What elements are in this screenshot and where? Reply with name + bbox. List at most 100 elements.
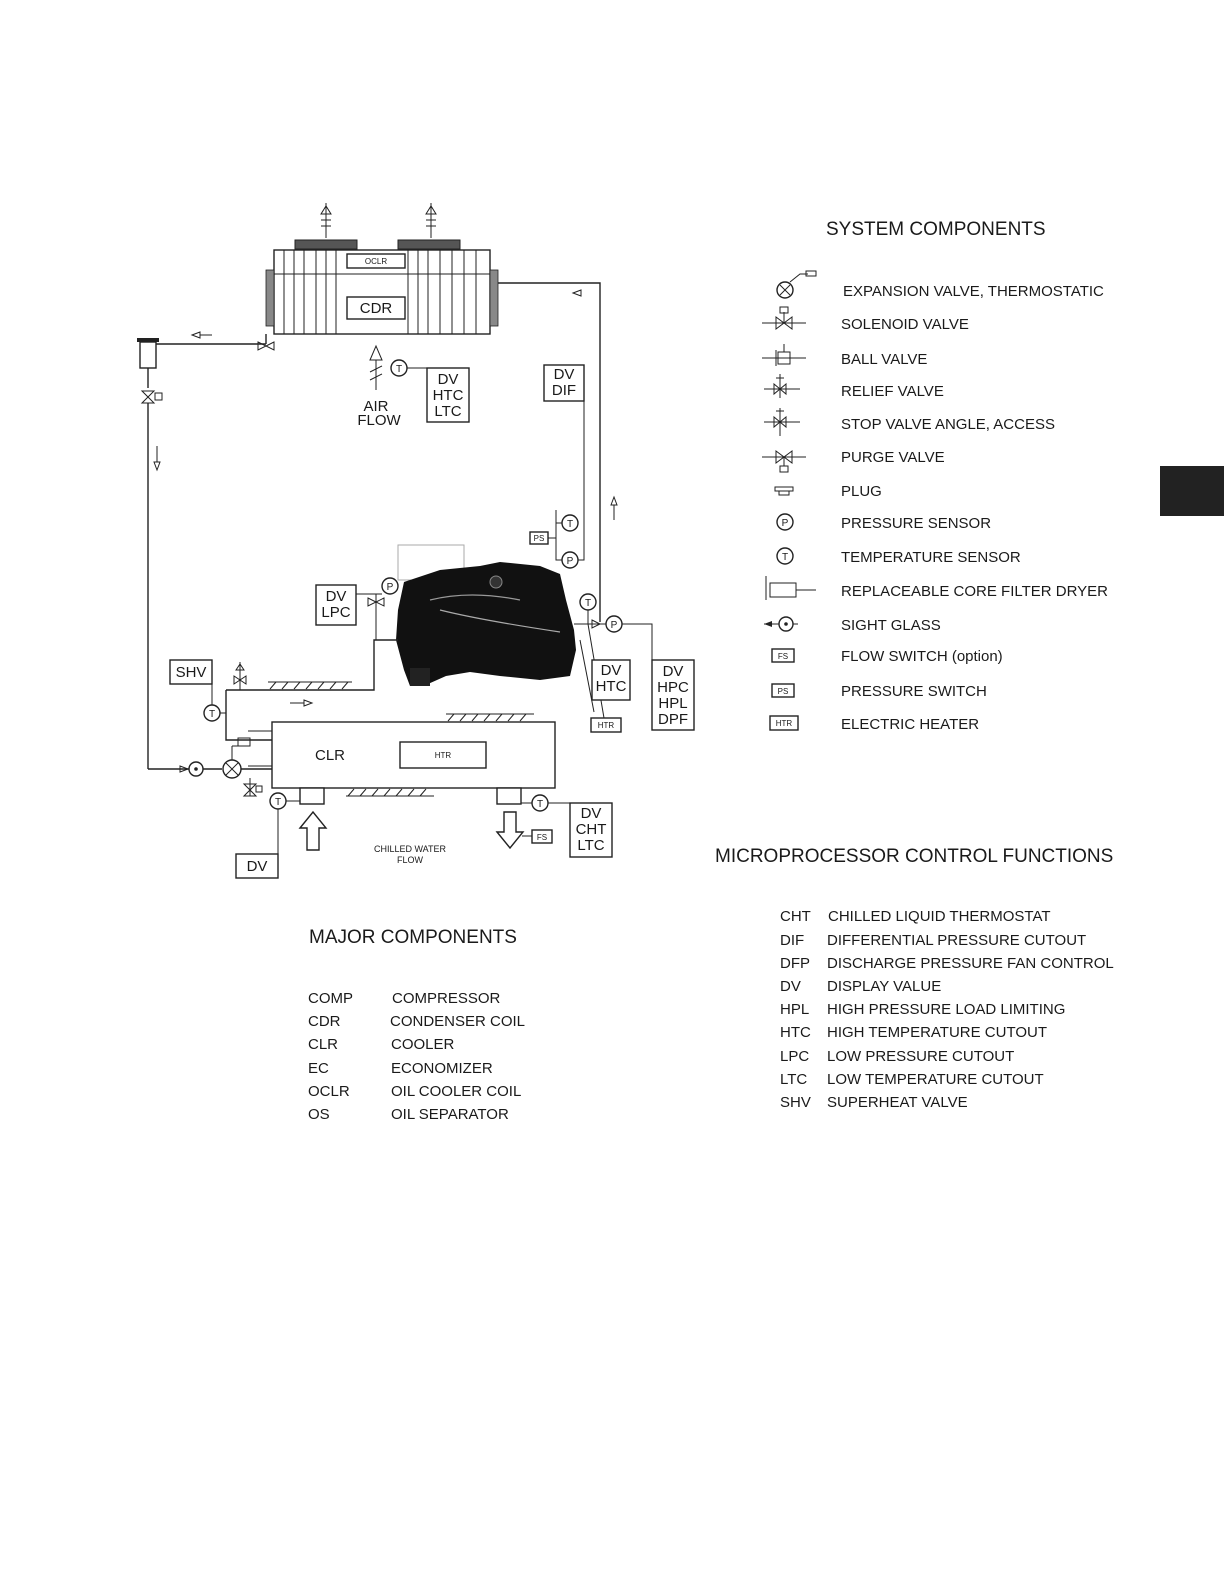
svg-text:T: T — [209, 709, 215, 720]
flow-arrow-icon — [190, 331, 212, 339]
flow-arrow-icon — [153, 446, 161, 472]
svg-text:P: P — [611, 620, 618, 631]
cooler — [271, 721, 556, 789]
function-code: LPC — [780, 1048, 809, 1065]
plug-icon — [774, 486, 794, 496]
dv-label: DV — [601, 662, 622, 679]
dv-label: DV — [663, 663, 684, 680]
ltc-label: LTC — [434, 403, 461, 420]
component-code: OCLR — [308, 1083, 350, 1100]
function-desc: CHILLED LIQUID THERMOSTAT — [828, 908, 1051, 925]
water-in-arrow-icon — [298, 810, 328, 851]
legend-item-label: EXPANSION VALVE, THERMOSTATIC — [843, 283, 1104, 300]
major-components-list: COMP COMPRESSOR CDR CONDENSER COIL CLR C… — [308, 990, 525, 1123]
svg-text:T: T — [567, 519, 573, 530]
dv-label: DV — [438, 371, 459, 388]
solenoid-valve-icon — [762, 306, 806, 330]
htc-label: HTC — [596, 678, 627, 695]
hpl-label: HPL — [658, 695, 687, 712]
function-desc: LOW PRESSURE CUTOUT — [827, 1048, 1014, 1065]
svg-text:PS: PS — [778, 687, 789, 696]
dif-label: DIF — [552, 382, 576, 399]
function-code: HTC — [780, 1024, 811, 1041]
legend-item-label: TEMPERATURE SENSOR — [841, 549, 1021, 566]
air-flow-label: AIR — [363, 398, 388, 415]
component-code: OS — [308, 1106, 330, 1123]
function-desc: LOW TEMPERATURE CUTOUT — [827, 1071, 1044, 1088]
legend-item-label: BALL VALVE — [841, 351, 927, 368]
svg-text:FS: FS — [537, 833, 547, 842]
control-functions-title: MICROPROCESSOR CONTROL FUNCTIONS — [715, 846, 1113, 867]
svg-text:T: T — [396, 364, 402, 375]
sight-glass-icon — [764, 616, 798, 632]
function-desc: SUPERHEAT VALVE — [827, 1094, 968, 1111]
fan-icon — [320, 203, 332, 238]
stop-valve-icon — [367, 594, 385, 640]
expansion-valve-icon — [222, 759, 242, 779]
water-out-arrow-icon — [495, 811, 525, 850]
function-code: CHT — [780, 908, 811, 925]
htc-label: HTC — [433, 387, 464, 404]
function-code: DFP — [780, 955, 810, 972]
component-code: CDR — [308, 1013, 341, 1030]
stop-valve-icon — [257, 341, 275, 351]
discharge-line — [498, 282, 601, 622]
dpf-label: DPF — [658, 711, 688, 728]
hpc-label: HPC — [657, 679, 689, 696]
function-code: DV — [780, 978, 801, 995]
relief-valve-icon — [764, 374, 800, 398]
cdr-label: CDR — [360, 300, 393, 317]
function-desc: DISCHARGE PRESSURE FAN CONTROL — [827, 955, 1114, 972]
svg-text:T: T — [782, 552, 788, 563]
svg-text:T: T — [537, 799, 543, 810]
function-code: LTC — [780, 1071, 807, 1088]
air-flow-label: FLOW — [357, 412, 401, 429]
component-desc: ECONOMIZER — [391, 1060, 493, 1077]
component-desc: OIL COOLER COIL — [391, 1083, 521, 1100]
stop-valve-icon — [764, 408, 800, 436]
oclr-label: OCLR — [365, 257, 387, 266]
legend-item-label: PRESSURE SENSOR — [841, 515, 991, 532]
pressure-sensor-icon: P — [776, 513, 794, 531]
component-desc: OIL SEPARATOR — [391, 1106, 509, 1123]
filter-dryer-icon — [765, 576, 816, 600]
relief-valve-icon — [233, 662, 247, 690]
flow-arrow-icon — [610, 495, 618, 520]
flow-arrow-icon — [571, 289, 582, 297]
filter-dryer-icon — [137, 338, 159, 369]
dv-label: DV — [581, 805, 602, 822]
dv-label: DV — [554, 366, 575, 383]
htr-label: HTR — [435, 751, 452, 760]
component-desc: COOLER — [391, 1036, 455, 1053]
system-components-title: SYSTEM COMPONENTS — [826, 219, 1046, 240]
insulation-hatch — [248, 713, 534, 797]
function-desc: HIGH PRESSURE LOAD LIMITING — [827, 1001, 1065, 1018]
svg-text:P: P — [782, 518, 789, 529]
clr-label: CLR — [315, 747, 345, 764]
pressure-sensor-icon — [381, 577, 399, 595]
legend-item-label: FLOW SWITCH (option) — [841, 648, 1003, 665]
component-code: CLR — [308, 1036, 338, 1053]
dv-label: DV — [247, 858, 268, 875]
legend-item-label: STOP VALVE ANGLE, ACCESS — [841, 416, 1055, 433]
legend-item-label: PLUG — [841, 483, 882, 500]
component-code: COMP — [308, 990, 353, 1007]
air-flow-arrow-icon — [369, 344, 383, 390]
chilled-water-label: CHILLED WATER — [374, 844, 447, 854]
legend-item-label: PRESSURE SWITCH — [841, 683, 987, 700]
function-desc: DISPLAY VALUE — [827, 978, 941, 995]
function-desc: DIFFERENTIAL PRESSURE CUTOUT — [827, 932, 1086, 949]
legend-item-label: RELIEF VALVE — [841, 383, 944, 400]
compressor — [396, 544, 576, 686]
lpc-label: LPC — [321, 604, 350, 621]
component-desc: CONDENSER COIL — [390, 1013, 525, 1030]
shv-label: SHV — [176, 664, 207, 681]
major-components-title: MAJOR COMPONENTS — [309, 927, 517, 948]
expansion-valve-icon — [776, 270, 817, 299]
condenser-coil: OCLR CDR — [265, 203, 499, 335]
liquid-line — [147, 334, 267, 368]
svg-text:HTR: HTR — [776, 719, 793, 728]
svg-text:PS: PS — [534, 534, 545, 543]
electric-heater-icon: HTR — [769, 715, 799, 731]
flow-arrow-icon — [290, 699, 314, 707]
